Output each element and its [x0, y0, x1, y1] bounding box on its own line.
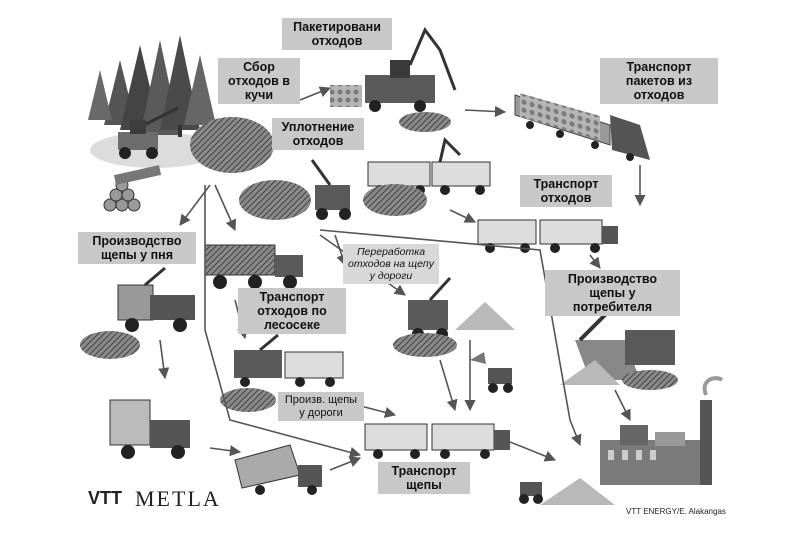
vtt-logo: VTT [88, 488, 122, 508]
label-paket: Пакетировани отходов [282, 18, 392, 50]
chip-pile-icon [540, 478, 615, 505]
chipper-icon [117, 266, 195, 332]
chip-pile-icon [455, 302, 515, 330]
label-pererabotka: Переработка отходов на щепу у дороги [343, 244, 439, 284]
label-transport-othodov: Транспорт отходов [520, 175, 612, 207]
label-proizv-potrebitelya: Производство щепы у потребителя [545, 270, 680, 316]
chipper-icon [408, 276, 452, 340]
chip-truck-icon [364, 423, 510, 459]
label-proizv-penya: Производство щепы у пня [78, 232, 196, 264]
brush-pile-icon [239, 180, 311, 220]
baler-machine-icon [330, 27, 457, 112]
power-plant-icon [600, 376, 724, 485]
chip-pile-icon [560, 360, 620, 385]
label-uplotnenie: Уплотнение отходов [272, 118, 364, 150]
brush-pile-icon [80, 331, 140, 359]
bundle-truck-icon [514, 93, 650, 161]
metla-logo: METLA [135, 486, 221, 511]
label-transport-paketov: Транспорт пакетов из отходов [600, 58, 718, 104]
credit-text: VTT ENERGY/E. Alakangas [626, 507, 726, 516]
label-transport-schepy: Транспорт щепы [378, 462, 470, 494]
brush-pile-icon [399, 112, 451, 132]
container-truck-icon [234, 444, 322, 495]
label-sbor: Сбор отходов в кучи [218, 58, 300, 104]
loader-icon [310, 159, 351, 220]
forwarder-icon [204, 244, 303, 289]
slash-pile-icon [190, 117, 274, 173]
forwarder-icon [118, 106, 179, 159]
waste-truck-icon [477, 219, 618, 253]
brush-pile-icon [622, 370, 678, 390]
brush-pile-icon [393, 333, 457, 357]
log-pile-icon [103, 165, 162, 212]
label-transport-lesoseke: Транспорт отходов по лесосеке [238, 288, 346, 334]
wheel-loader-icon [470, 352, 513, 393]
brush-pile-icon [220, 388, 276, 412]
chipper-forwarder-icon [109, 399, 190, 459]
brush-pile-icon [363, 184, 427, 216]
wheel-loader-icon [519, 482, 543, 504]
label-proizv-doroga: Произв. щепы у дороги [278, 392, 364, 421]
chipper-truck-icon [234, 333, 344, 387]
